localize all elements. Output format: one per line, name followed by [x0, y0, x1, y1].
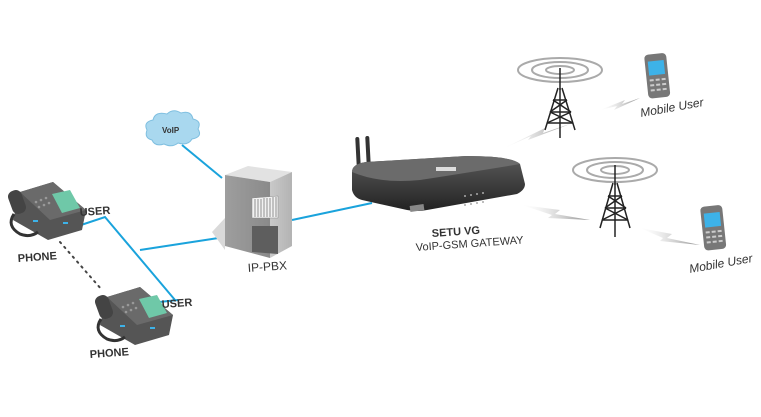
voip-cloud-label: VoIP: [162, 126, 180, 135]
wire-junction-pbx: [139, 236, 226, 251]
phone-bottom: [95, 287, 173, 345]
phone-top: [8, 182, 86, 240]
cell-tower-bottom-icon: [572, 157, 658, 237]
gateway-device-icon: [352, 136, 525, 212]
phone-top-user-label: USER: [79, 205, 110, 219]
phone-top-label: PHONE: [17, 250, 57, 265]
wireless-tower-top-mobile-top: [600, 98, 640, 110]
wireless-links: [500, 98, 700, 245]
wireless-tower-bottom-mobile-bottom: [640, 228, 700, 245]
cell-tower-top-icon: [517, 57, 603, 138]
dotted-phone-link: [59, 241, 103, 291]
mobile-phone-bottom-icon: [700, 205, 727, 251]
voip-cloud-icon: [145, 110, 200, 147]
wireless-gateway-tower-bottom: [522, 205, 590, 220]
wire-pbx-gateway: [291, 202, 373, 221]
mobile-phone-top-icon: [644, 53, 671, 99]
gateway-name: SETU VG: [431, 225, 480, 240]
ip-pbx-icon: [212, 166, 292, 258]
mobile-user-bottom-label: Mobile User: [688, 251, 754, 276]
wire-voip-pbx: [181, 144, 223, 179]
mobile-user-top-label: Mobile User: [639, 95, 705, 120]
phone-bottom-user-label: USER: [161, 297, 192, 311]
wireless-gateway-tower-top: [500, 124, 570, 150]
wire-phone-top: [71, 215, 176, 301]
phone-screen-icon: [52, 190, 80, 213]
phone-bottom-label: PHONE: [89, 346, 129, 361]
ip-pbx-label: IP-PBX: [247, 258, 287, 275]
phone-screen-icon: [139, 295, 167, 318]
